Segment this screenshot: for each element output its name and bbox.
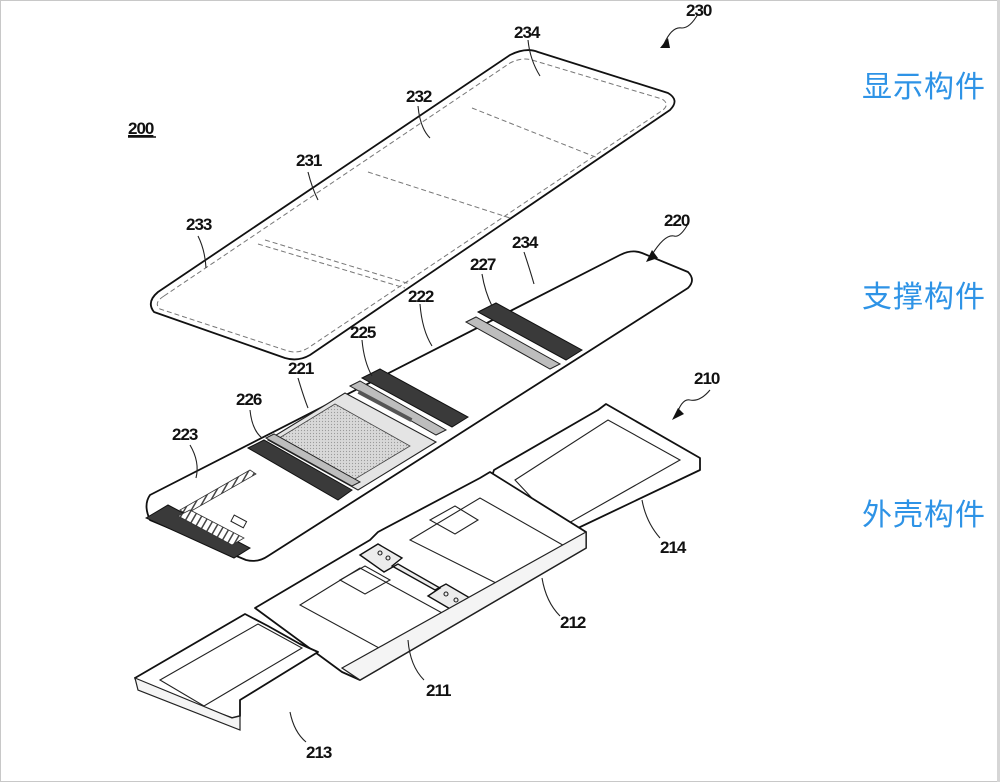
ref-213: 213	[306, 743, 332, 762]
hinge-band-225-dark	[360, 368, 469, 428]
screw-hole	[443, 591, 449, 597]
ref-234-display: 234	[514, 23, 541, 42]
leader-227	[481, 273, 493, 307]
fold-line-2	[367, 171, 511, 219]
leader-226	[249, 409, 263, 439]
ref-214: 214	[660, 538, 687, 557]
leader-234a	[527, 39, 541, 77]
hinge-band-226-dark	[246, 439, 353, 501]
leader-234b	[523, 251, 535, 285]
ref-232: 232	[406, 87, 432, 106]
housing-211-inner-rect	[338, 565, 392, 595]
connector-pad	[177, 509, 245, 546]
leader-213	[289, 711, 307, 743]
label-support-member: 支撑构件	[862, 280, 986, 315]
ref-222: 222	[408, 287, 434, 306]
label-display-member: 显示构件	[862, 70, 986, 105]
leader-233	[197, 235, 207, 269]
label-housing-member: 外壳构件	[862, 498, 986, 533]
arrowhead-210	[672, 408, 684, 420]
ref-223: 223	[172, 425, 198, 444]
ref-221: 221	[288, 359, 314, 378]
leader-231	[307, 171, 319, 201]
fold-line-1	[264, 239, 411, 285]
housing-body	[254, 471, 587, 681]
connector-base-dark	[144, 504, 252, 559]
leader-212	[541, 577, 561, 617]
connector-strip	[357, 390, 413, 422]
reference-numerals: 230 234 232 231 233 200 220 234 227 222 …	[128, 1, 721, 762]
fold-line-1b	[257, 243, 406, 289]
hinge-band-227-dark	[476, 302, 583, 361]
leader-211	[407, 639, 425, 681]
leader-lines	[189, 13, 711, 743]
housing-member-210	[134, 403, 701, 731]
ref-233: 233	[186, 215, 212, 234]
support-member-220	[144, 250, 693, 562]
connector-socket	[230, 514, 248, 529]
ref-200-figure: 200	[128, 119, 154, 138]
ref-226: 226	[236, 390, 262, 409]
leader-230	[663, 13, 699, 45]
leader-232	[417, 105, 431, 139]
fold-line-3	[471, 107, 599, 159]
ref-231: 231	[296, 151, 322, 170]
arrowhead-220	[646, 250, 658, 262]
slide-frame-213-rail	[134, 676, 241, 731]
ref-220: 220	[664, 211, 690, 230]
housing-side-rail-211	[340, 530, 587, 681]
ref-230: 230	[686, 1, 712, 20]
display-inner-border	[156, 58, 667, 353]
leader-214	[641, 499, 661, 539]
ref-212: 212	[560, 613, 586, 632]
ref-211: 211	[426, 681, 451, 700]
ref-210: 210	[694, 369, 720, 388]
arrowhead-230	[660, 38, 670, 48]
leader-220	[649, 223, 689, 259]
right-edge-bar	[997, 0, 1000, 782]
screw-hole	[453, 597, 459, 603]
slide-frame-213-opening	[158, 623, 304, 707]
leader-223	[189, 444, 198, 479]
ref-225: 225	[350, 323, 376, 342]
hinge-band-226-grey	[264, 433, 362, 487]
screw-hole	[377, 550, 383, 556]
leader-210	[675, 389, 711, 417]
ref-234-support: 234	[512, 233, 539, 252]
leader-222	[419, 303, 433, 347]
leader-225	[361, 339, 373, 377]
housing-212-inner-rect	[428, 505, 480, 535]
ref-227: 227	[470, 255, 496, 274]
screw-hole	[385, 555, 391, 561]
display-member-230	[149, 49, 676, 361]
hinge-band-227-grey	[464, 316, 562, 370]
leader-221	[297, 377, 309, 409]
